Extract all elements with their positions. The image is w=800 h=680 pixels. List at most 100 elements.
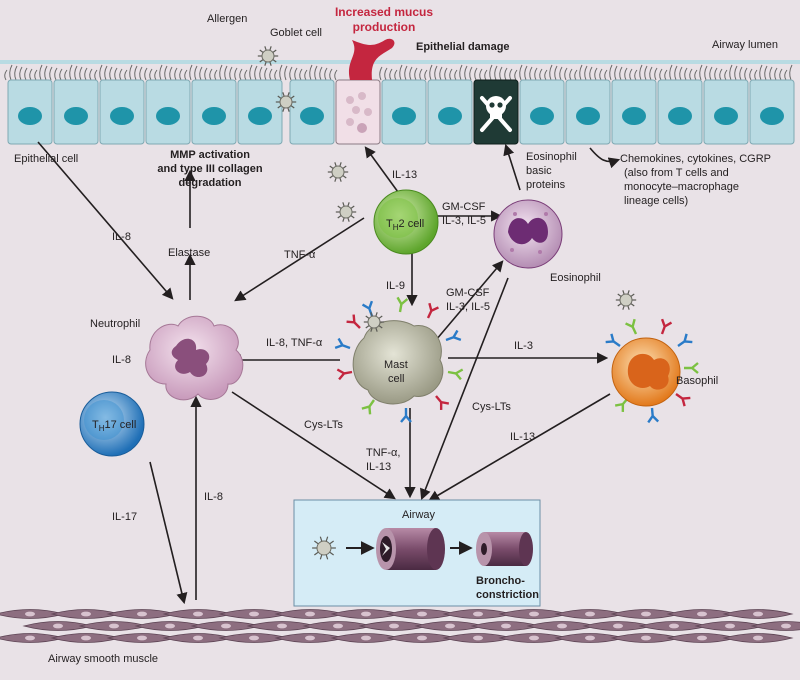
ige-receptor (675, 393, 691, 407)
label-allergen: Allergen (207, 13, 247, 25)
label-chemokines-1: Chemokines, cytokines, CGRP (620, 153, 771, 165)
smooth-muscle-cell (0, 633, 66, 643)
th17-cell (79, 391, 145, 457)
label-il17: IL-17 (112, 511, 137, 523)
label-cyslts-1: Cys-LTs (304, 419, 343, 431)
neutrophil-cell (145, 315, 244, 401)
ige-receptor (334, 337, 351, 350)
label-eos-basic-1: Eosinophil (526, 151, 577, 163)
label-mmp-2: and type III collagen (157, 163, 262, 175)
label-elastase: Elastase (168, 247, 210, 259)
labels: Allergen Goblet cell Increased mucus pro… (14, 5, 778, 665)
label-cyslts-2: Cys-LTs (472, 401, 511, 413)
label-tnfa-il13-1: TNF-α, (366, 447, 400, 459)
airway-panel (293, 499, 541, 607)
epithelial-cell (611, 79, 657, 145)
label-epithelial-cell: Epithelial cell (14, 153, 78, 165)
damaged-epithelial-cell (473, 79, 519, 145)
label-eos-basic-3: proteins (526, 179, 566, 191)
ige-receptor (447, 368, 464, 381)
label-mmp-3: degradation (179, 177, 242, 189)
ige-receptor (396, 296, 409, 313)
ige-receptor (435, 395, 450, 410)
label-mmp-1: MMP activation (170, 149, 250, 161)
allergen-icon (615, 290, 637, 310)
airway-tube-icon (376, 528, 445, 570)
ige-receptor (605, 333, 621, 347)
ige-receptor (361, 399, 375, 415)
allergen-icon (327, 162, 349, 182)
eosinophil-cell (493, 199, 563, 269)
label-mast-2: cell (388, 373, 405, 385)
allergen-icon (312, 536, 336, 560)
ige-receptors (334, 296, 699, 424)
allergens-top (257, 46, 297, 112)
allergen-icon (257, 46, 279, 66)
epithelial-cell (7, 79, 53, 145)
label-airway: Airway (402, 509, 436, 521)
smooth-muscle-cell (442, 633, 514, 643)
epithelial-cell (237, 79, 283, 145)
epithelial-cell (53, 79, 99, 145)
ige-receptor (361, 300, 374, 317)
skull-crossbones-icon (480, 96, 512, 132)
label-il9: IL-9 (386, 280, 405, 292)
epithelial-cell (145, 79, 191, 145)
smooth-muscle-cell (638, 621, 710, 631)
goblet-cell (335, 79, 381, 145)
ige-receptor (684, 362, 699, 374)
label-gmcsf-1: GM-CSF (442, 201, 486, 213)
label-th2-cell: TH2 cell (386, 218, 424, 232)
mast-cell (352, 320, 444, 405)
ige-receptor (625, 318, 638, 335)
smooth-muscle-cell (274, 633, 346, 643)
smooth-muscle-cell (722, 609, 794, 619)
constricted-airway-icon (476, 532, 533, 566)
epithelial-cell (703, 79, 749, 145)
basophil-cell (611, 337, 681, 407)
label-broncho-1: Broncho- (476, 575, 525, 587)
allergen-icon (312, 536, 336, 560)
label-eosinophil: Eosinophil (550, 272, 601, 284)
label-epithelial-damage: Epithelial damage (416, 41, 510, 53)
epithelial-cell (749, 79, 795, 145)
smooth-muscle-cell (22, 621, 94, 631)
label-il8-bottom: IL-8 (204, 491, 223, 503)
mucus-plume (348, 38, 395, 80)
ige-receptor (660, 318, 673, 335)
label-gmcsf-2: GM-CSF (446, 287, 490, 299)
label-il8-tnfa: IL-8, TNF-α (266, 337, 323, 349)
label-tnfa-il13-2: IL-13 (366, 461, 391, 473)
epithelial-cell (99, 79, 145, 145)
smooth-muscle-cell (750, 621, 800, 631)
allergen-icon (275, 92, 297, 112)
epithelial-cell (427, 79, 473, 145)
ige-receptor (426, 302, 439, 319)
smooth-muscle-cell (106, 633, 178, 643)
ige-receptor (677, 333, 693, 347)
epithelial-cell (519, 79, 565, 145)
smooth-muscle-cell (134, 621, 206, 631)
epithelial-cell (565, 79, 611, 145)
cilia (4, 64, 793, 81)
smooth-muscle-cell (666, 633, 738, 643)
label-il13-baso: IL-13 (510, 431, 535, 443)
label-th17-cell: TH17 cell (92, 419, 136, 433)
label-chemokines-2: (also from T cells and (624, 167, 729, 179)
label-gmcsf-2b: IL-3, IL-5 (446, 301, 490, 313)
allergen-icon (363, 312, 385, 332)
label-increased-mucus-1: Increased mucus (335, 5, 433, 19)
label-mast-1: Mast (384, 359, 408, 371)
label-il3: IL-3 (514, 340, 533, 352)
label-il13-top: IL-13 (392, 169, 417, 181)
epithelial-cell (657, 79, 703, 145)
smooth-muscle-cell (442, 609, 514, 619)
th2-cell (373, 189, 439, 255)
label-airway-lumen: Airway lumen (712, 39, 778, 51)
ige-receptor (336, 368, 353, 381)
ige-receptor (346, 314, 361, 329)
label-broncho-2: constriction (476, 589, 539, 601)
allergen-icon (335, 202, 357, 222)
